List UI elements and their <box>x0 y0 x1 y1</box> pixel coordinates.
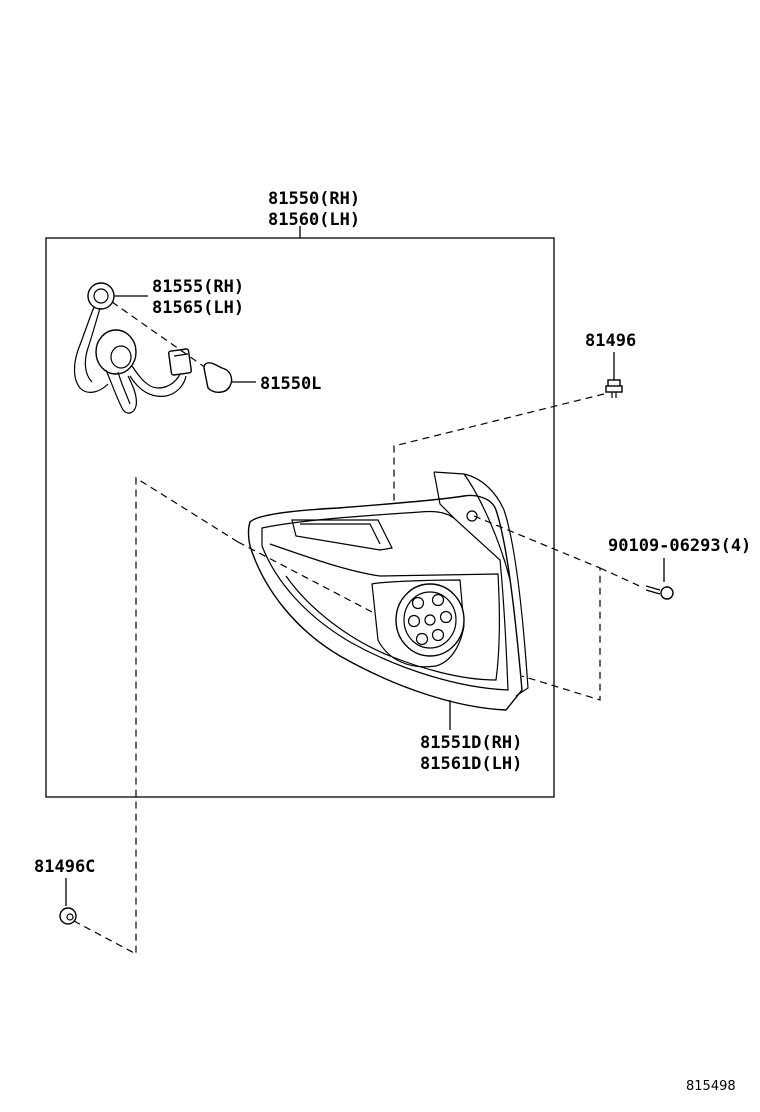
bulb <box>203 362 233 393</box>
clip-bottom-dash <box>71 476 239 955</box>
reference-number: 815498 <box>686 1079 736 1094</box>
clip-bottom-part <box>59 907 77 925</box>
clip-top-part <box>605 379 623 398</box>
label-lens-lh: 81561D(LH) <box>420 754 522 774</box>
screw-part <box>645 585 674 600</box>
label-clip-bottom: 81496C <box>34 857 95 877</box>
screw-dash-2 <box>599 567 645 589</box>
label-bulb: 81550L <box>260 374 321 394</box>
clip-top-dash <box>381 393 605 507</box>
label-lens-rh: 81551D(RH) <box>420 733 522 753</box>
label-assembly-lh: 81560(LH) <box>268 210 360 230</box>
label-socket-rh: 81555(RH) <box>152 277 244 297</box>
label-assembly-rh: 81550(RH) <box>268 189 360 209</box>
socket-wire-harness <box>73 282 193 414</box>
tail-lamp-lens <box>247 471 529 711</box>
label-clip-top: 81496 <box>585 331 636 351</box>
clip-bottom-dash-2 <box>237 541 377 615</box>
label-socket-lh: 81565(LH) <box>152 298 244 318</box>
label-screw: 90109-06293(4) <box>608 536 751 556</box>
